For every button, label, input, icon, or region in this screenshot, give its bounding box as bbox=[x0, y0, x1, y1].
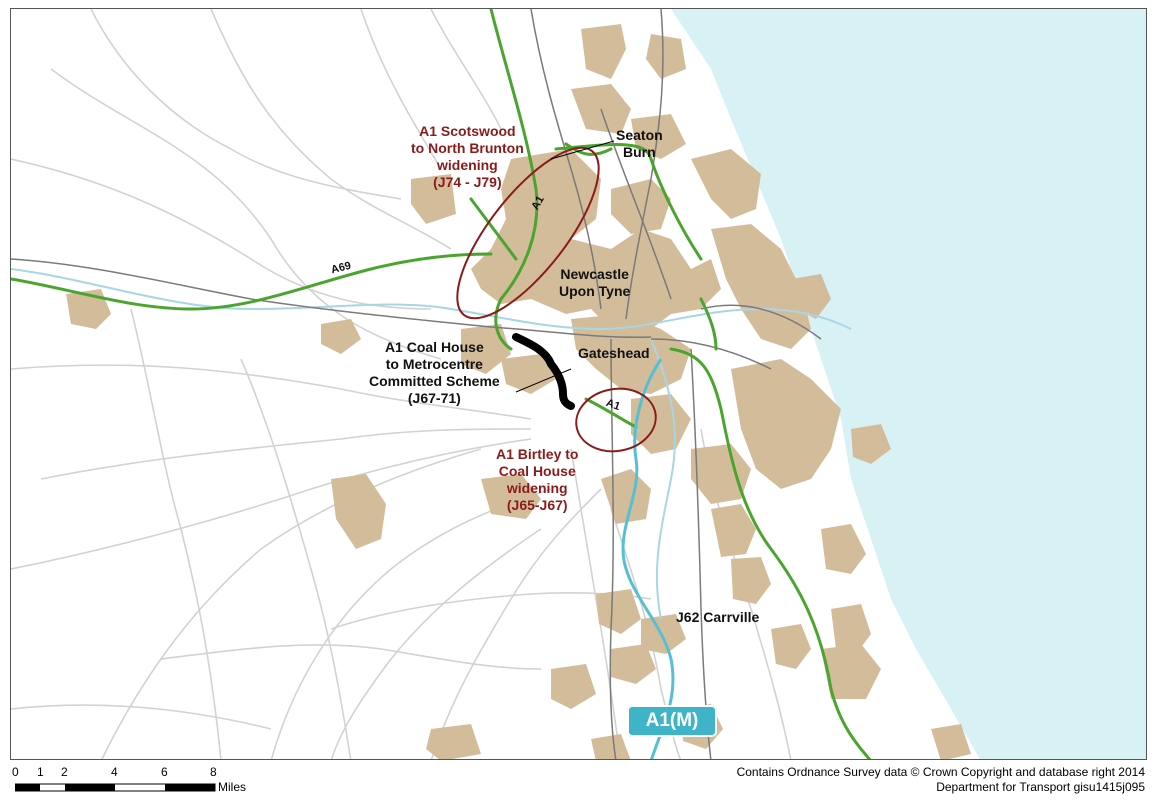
leader-lines bbox=[515, 140, 615, 393]
scale-tick-4: 4 bbox=[111, 765, 118, 779]
scale-tick-1: 1 bbox=[37, 765, 44, 779]
scale-tick-2: 2 bbox=[61, 765, 68, 779]
credits-copyright: Contains Ordnance Survey data © Crown Co… bbox=[736, 765, 1145, 779]
scale-tick-6: 6 bbox=[161, 765, 168, 779]
label-seaton-burn: Seaton Burn bbox=[616, 127, 663, 160]
primary-roads bbox=[11, 9, 872, 759]
label-scotswood-scheme: A1 Scotswood to North Brunton widening (… bbox=[411, 123, 524, 190]
a1m-motorway bbox=[621, 358, 675, 759]
map-canvas[interactable]: Seaton Burn Newcastle Upon Tyne Gateshea… bbox=[10, 8, 1147, 760]
label-birtley-scheme: A1 Birtley to Coal House widening (J65-J… bbox=[496, 446, 579, 513]
a1m-road-sign: A1(M) bbox=[627, 705, 717, 737]
label-coal-house-metrocentre: A1 Coal House to Metrocentre Committed S… bbox=[369, 339, 500, 406]
birtley-scheme-ellipse bbox=[575, 387, 657, 453]
label-j62-carrville: J62 Carrville bbox=[676, 609, 760, 625]
north-sea bbox=[671, 9, 1146, 759]
label-newcastle: Newcastle Upon Tyne bbox=[559, 266, 631, 299]
credits-department: Department for Transport gisu1415j095 bbox=[936, 780, 1145, 794]
railways bbox=[11, 9, 822, 759]
scale-units: Miles bbox=[218, 780, 247, 794]
committed-scheme-line bbox=[512, 333, 575, 410]
scale-tick-8: 8 bbox=[210, 765, 217, 779]
scale-bar: 0 1 2 4 6 8 Miles bbox=[12, 765, 272, 797]
scale-tick-0: 0 bbox=[12, 765, 19, 779]
urban-areas bbox=[66, 24, 971, 759]
scale-bar-graphic bbox=[15, 783, 216, 792]
map-graphics bbox=[11, 9, 1146, 759]
map-credits: Contains Ordnance Survey data © Crown Co… bbox=[737, 765, 1145, 795]
label-gateshead: Gateshead bbox=[578, 345, 650, 361]
scotswood-scheme-ellipse bbox=[456, 146, 600, 320]
